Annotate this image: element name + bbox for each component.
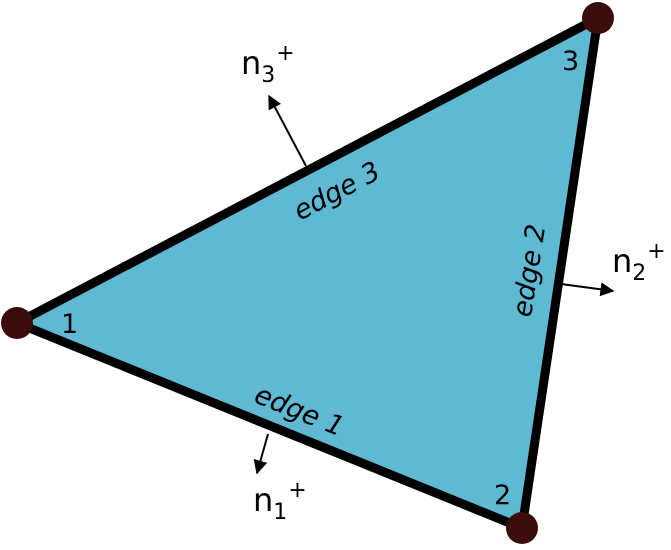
vertex-label-3: 3 — [562, 46, 579, 77]
normal-label-1: n1+ — [253, 478, 307, 525]
normal-arrow-edge-1 — [253, 433, 269, 475]
normal-label-3: n3+ — [241, 41, 295, 88]
vertex-node-3 — [582, 2, 614, 34]
vertex-label-1: 1 — [61, 309, 78, 340]
normal-arrow-edge-2 — [560, 282, 615, 297]
normal-arrow-edge-3 — [268, 94, 307, 167]
vertex-label-2: 2 — [494, 480, 511, 511]
triangle-element — [6, 9, 604, 535]
normal-label-2: n2+ — [612, 239, 666, 286]
vertex-node-2 — [506, 512, 538, 544]
vertex-node-1 — [1, 307, 33, 339]
